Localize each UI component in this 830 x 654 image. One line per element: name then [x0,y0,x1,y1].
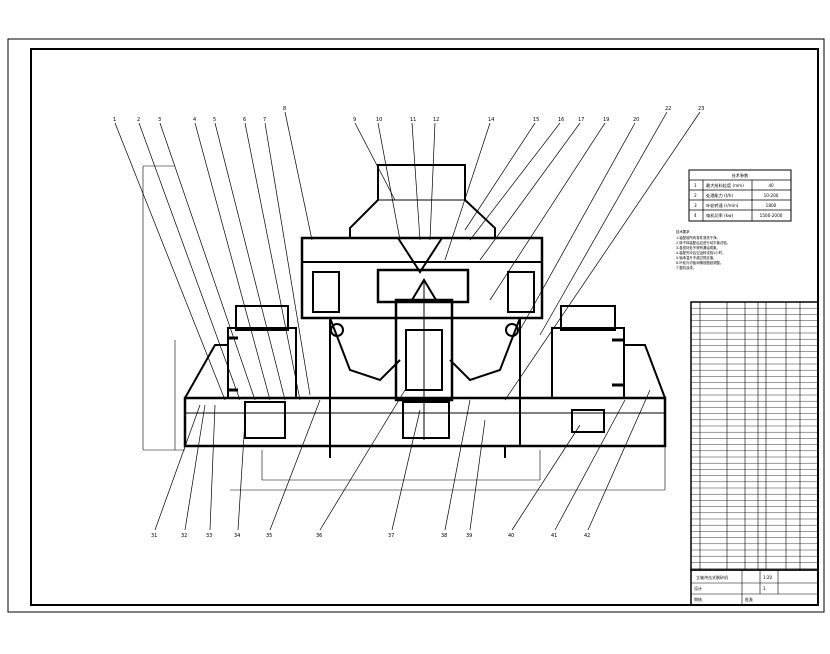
drawing-sheet: 1 [763,586,766,591]
title-block-text: 立轴冲击式制砂机 1:20 1 设计 审核 批准 [694,574,772,602]
parts-list-rows [691,308,818,569]
balloon-7: 7 [263,117,266,123]
leader-lines [114,111,701,531]
right-motor [551,327,625,399]
balloon-15: 15 [533,117,539,123]
drawing-scale: 1:20 [763,575,772,580]
tech-row-3-name: 叶轮转速 (r/min) [706,202,739,209]
parts-list [690,301,819,571]
balloon-40: 40 [508,533,514,539]
note-line-6: 6.叶轮与衬板间隙按图纸调整。 [676,260,723,265]
tech-table-title: 技术参数 [732,172,750,179]
base-frame [183,396,667,448]
balloon-3: 3 [158,117,161,123]
balloon-37: 37 [388,533,394,539]
tech-row-2-name: 处理能力 (t/h) [706,192,733,199]
note-line-5: 5.轴承温升不超过规定值。 [676,255,717,260]
tech-row-3-value: 1800 [766,203,777,208]
note-line-7: 7.整机涂漆。 [676,265,696,270]
balloon-labels-top: 1 2 3 4 5 6 7 8 9 10 11 12 14 15 16 17 1… [113,106,704,123]
balloon-16: 16 [558,117,564,123]
tech-row-4-name: 电机功率 (kw) [706,212,734,219]
balloon-10: 10 [376,117,382,123]
tech-row-1-no: 1 [694,183,697,188]
balloon-42: 42 [584,533,590,539]
notes-title: 技术要求 [676,229,690,234]
outer-border [7,38,825,613]
balloon-20: 20 [633,117,639,123]
balloon-17: 17 [578,117,584,123]
tech-row-2-value: 10-200 [764,193,779,198]
balloon-labels-bottom: 31 32 33 34 35 36 37 38 39 40 41 42 [151,533,590,539]
balloon-41: 41 [551,533,557,539]
left-motor [227,327,297,399]
balloon-19: 19 [603,117,609,123]
balloon-35: 35 [266,533,272,539]
note-line-1: 1.装配前所有零件清洗干净。 [676,235,720,240]
technical-notes: 技术要求 1.装配前所有零件清洗干净。 2.转子体装配后应进行动平衡试验。 3.… [676,229,730,270]
balloon-31: 31 [151,533,157,539]
balloon-6: 6 [243,117,246,123]
balloon-1: 1 [113,117,116,123]
balloon-23: 23 [698,106,704,112]
note-line-2: 2.转子体装配后应进行动平衡试验。 [676,240,730,245]
balloon-38: 38 [441,533,447,539]
approved-label: 批准 [745,596,753,602]
dimension-lines [142,165,666,491]
tech-row-1-value: 40 [768,183,774,188]
designed-label: 设计 [694,585,702,591]
tech-row-4-value: 1500-2000 [760,213,783,218]
balloon-11: 11 [410,117,416,123]
title-block [690,569,819,606]
note-line-3: 3.各密封处不得有漏油现象。 [676,245,720,250]
checked-label: 审核 [694,596,702,602]
tech-row-1-name: 最大给料粒度 (mm) [706,182,744,189]
balloon-22: 22 [665,106,671,112]
drawing-name: 立轴冲击式制砂机 [696,574,728,580]
tech-row-4-no: 4 [694,213,697,218]
balloon-4: 4 [193,117,196,123]
crusher-assembly [183,164,667,458]
balloon-39: 39 [466,533,472,539]
tech-row-3-no: 3 [694,203,697,208]
balloon-36: 36 [316,533,322,539]
note-line-4: 4.装配完毕后空运转试验2小时。 [676,250,725,255]
feed-hopper [349,164,496,239]
balloon-33: 33 [206,533,212,539]
balloon-12: 12 [433,117,439,123]
balloon-32: 32 [181,533,187,539]
tech-parameter-table [688,169,792,222]
tech-parameter-text: 技术参数 1 最大给料粒度 (mm) 40 2 处理能力 (t/h) 10-20… [694,172,783,219]
balloon-9: 9 [353,117,356,123]
balloon-5: 5 [213,117,216,123]
balloon-34: 34 [234,533,240,539]
balloon-2: 2 [137,117,140,123]
balloon-14: 14 [488,117,494,123]
tech-row-2-no: 2 [694,193,697,198]
balloon-8: 8 [283,106,286,112]
